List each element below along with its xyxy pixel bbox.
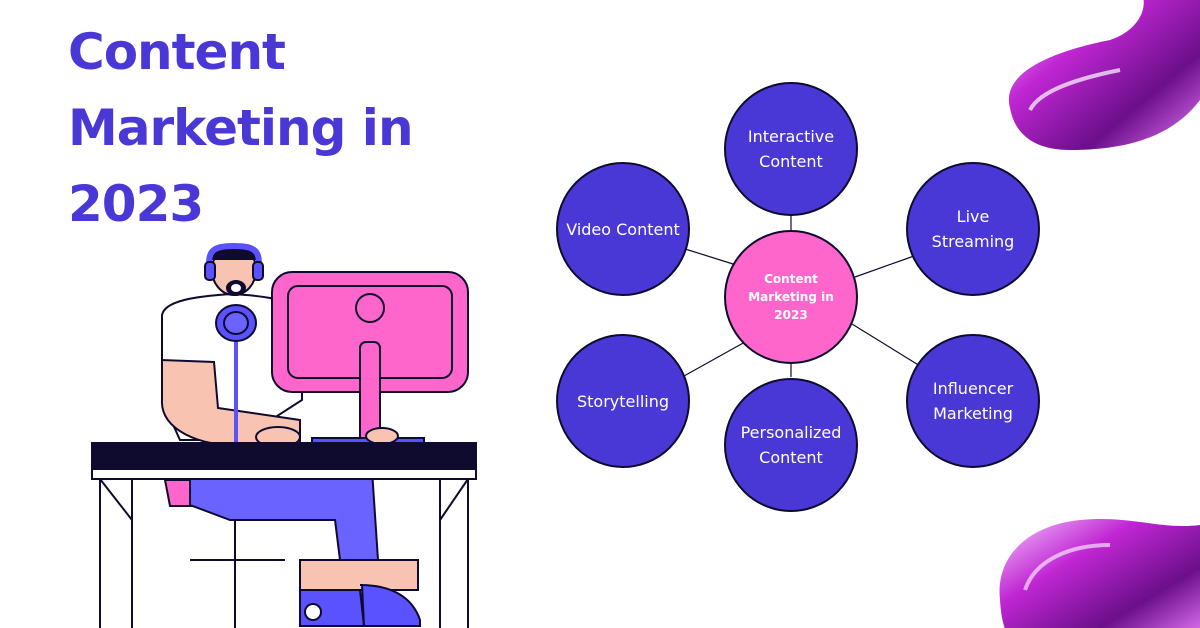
diagram-connectors — [681, 216, 921, 377]
diagram-hub-node: Content Marketing in 2023 — [724, 230, 858, 364]
node-influencer-marketing: Influencer Marketing — [906, 334, 1040, 468]
node-interactive-content: Interactive Content — [724, 82, 858, 216]
title-line-1: Content — [68, 23, 286, 81]
node-personalized-content: Personalized Content — [724, 378, 858, 512]
node-storytelling: Storytelling — [556, 334, 690, 468]
node-live-streaming: Live Streaming — [906, 162, 1040, 296]
page-title: Content Marketing in 2023 — [68, 14, 528, 242]
node-video-content: Video Content — [556, 162, 690, 296]
bottom-blob-decoration — [999, 518, 1200, 628]
top-blob-decoration — [1008, 0, 1200, 150]
title-line-3: 2023 — [68, 175, 204, 233]
title-line-2: Marketing in — [68, 99, 414, 157]
person-at-desk-illustration — [91, 242, 477, 628]
